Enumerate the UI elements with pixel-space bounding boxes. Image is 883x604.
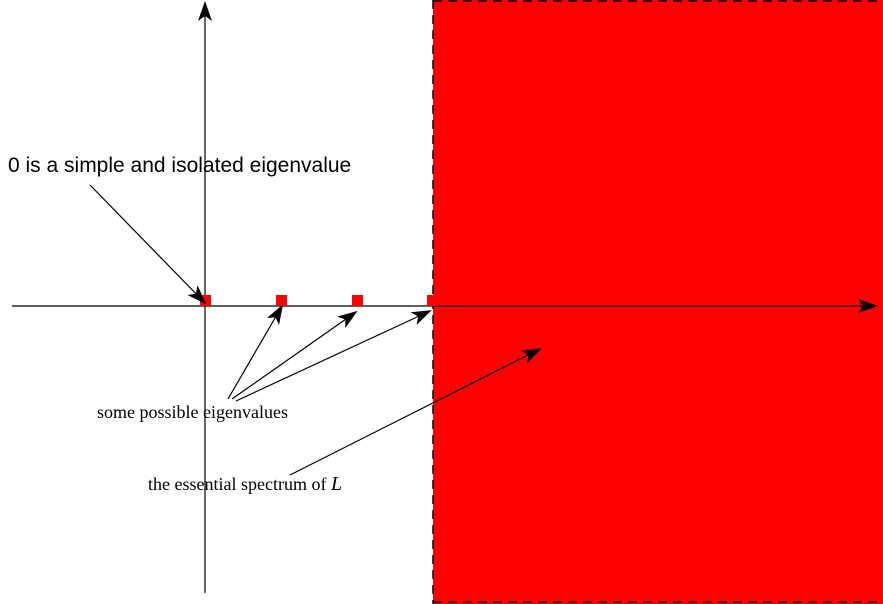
eigenvalue-pointer	[227, 304, 284, 400]
essential-spectrum-region	[433, 0, 883, 604]
essential-spectrum-pointer	[289, 348, 542, 476]
essential-spectrum-label-text: the essential spectrum of	[148, 474, 331, 494]
operator-symbol: L	[330, 473, 342, 495]
zero-eigenvalue-pointer	[89, 184, 207, 305]
zero-eigenvalue-label: 0 is a simple and isolated eigenvalue	[8, 154, 351, 177]
possible-eigenvalues-label: some possible eigenvalues	[97, 402, 288, 422]
essential-spectrum-label: the essential spectrum of L	[148, 473, 342, 495]
eigenvalue-marker	[200, 295, 211, 306]
eigenvalue-marker	[352, 295, 363, 306]
eigenvalue-marker	[427, 295, 438, 306]
eigenvalue-marker	[276, 295, 287, 306]
eigenvalue-pointer	[231, 310, 358, 400]
eigenvalue-pointer	[235, 310, 432, 402]
